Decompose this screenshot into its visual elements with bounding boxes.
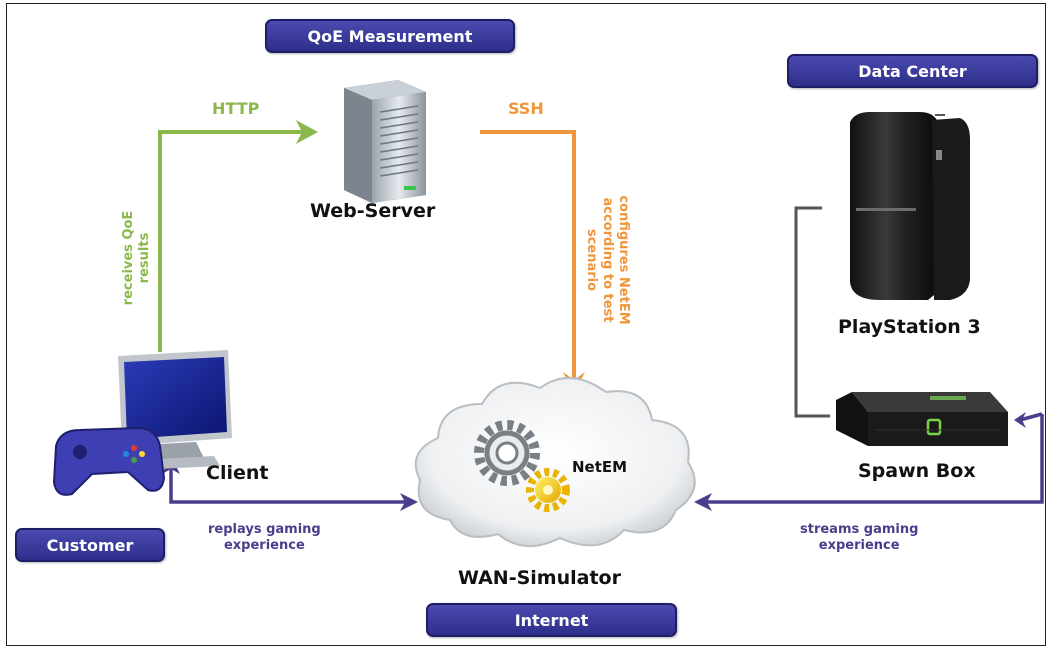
replay-arrowhead-right: [400, 493, 418, 511]
replays-gaming-note: replays gaming experience: [208, 522, 321, 554]
configures-line3: scenario: [584, 228, 599, 292]
wan-simulator-label: WAN-Simulator: [458, 567, 621, 589]
streams-gaming-note: streams gaming experience: [800, 522, 918, 554]
spawn-box-label: Spawn Box: [858, 460, 976, 482]
receives-qoe-line1: receives QoE: [121, 210, 136, 306]
client-label: Client: [206, 462, 269, 484]
ps3-spawnbox-link: [794, 206, 830, 418]
receives-qoe-note: receives QoE results: [121, 183, 153, 333]
server-icon: [344, 80, 426, 203]
replay-arrow: [169, 462, 412, 504]
configures-netem-note: configures NetEM according to test scena…: [583, 185, 631, 335]
gamepad-icon: [52, 426, 166, 496]
zone-customer: Customer: [15, 528, 165, 562]
http-arrowhead: [296, 120, 318, 144]
playstation3-icon: [850, 112, 970, 300]
replays-line1: replays gaming: [208, 522, 321, 537]
http-label: HTTP: [212, 99, 260, 118]
netem-label: NetEM: [572, 458, 628, 476]
replays-line2: experience: [223, 538, 305, 553]
gear-icon: [474, 420, 570, 512]
stream-arrowhead-left: [694, 493, 712, 511]
zone-qoe-measurement: QoE Measurement: [265, 19, 515, 53]
spawn-box-icon: [836, 392, 1008, 446]
stream-arrow: [702, 414, 1044, 504]
receives-qoe-line2: results: [137, 232, 152, 284]
streams-line1: streams gaming: [800, 522, 919, 537]
zone-data-center: Data Center: [787, 54, 1038, 88]
web-server-label: Web-Server: [310, 200, 436, 222]
ssh-label: SSH: [508, 99, 544, 118]
ps3-label: PlayStation 3: [838, 316, 981, 338]
zone-internet: Internet: [426, 603, 677, 637]
streams-line2: experience: [818, 538, 900, 553]
cloud-icon: [414, 376, 696, 548]
configures-line1: configures NetEM: [616, 195, 631, 325]
stream-arrow-tail: [1019, 412, 1043, 422]
http-arrow: [158, 127, 314, 352]
configures-line2: according to test: [600, 197, 615, 323]
ssh-arrow: [480, 130, 576, 382]
